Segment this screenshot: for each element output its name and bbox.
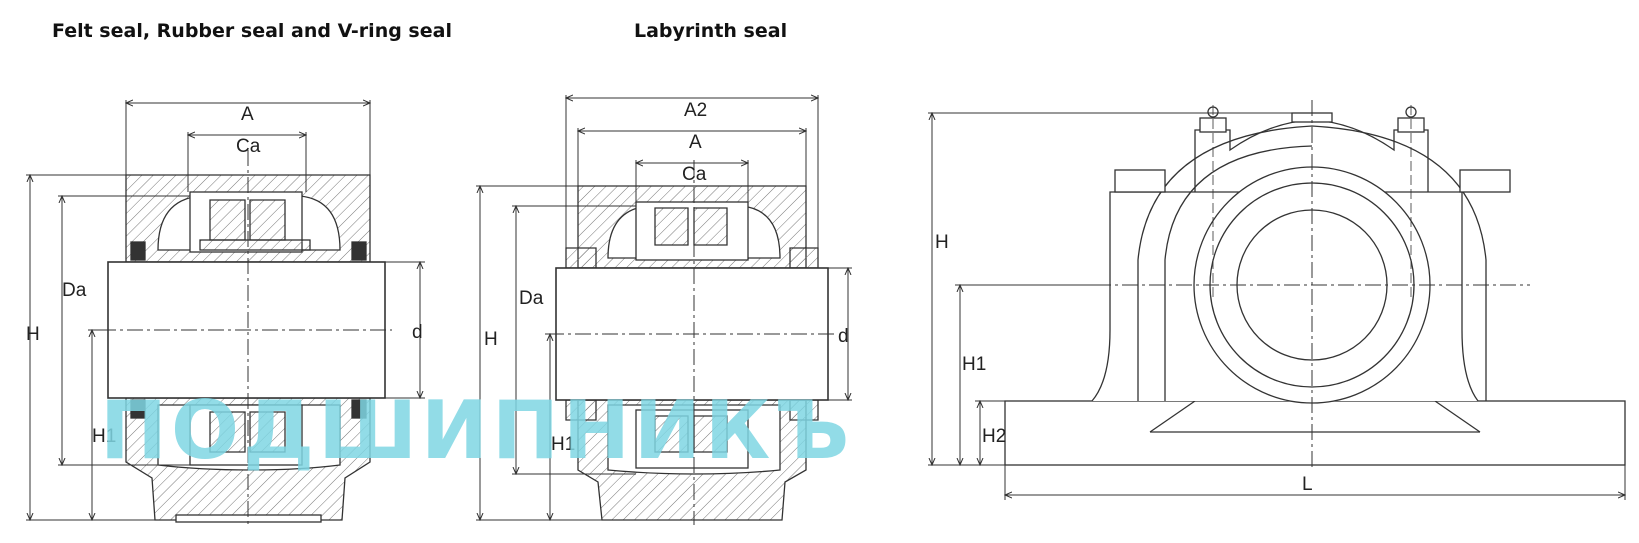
dim-label-A-middle: A <box>689 132 702 153</box>
front-view-dimensions <box>928 113 1625 500</box>
left-dimensions <box>26 100 425 520</box>
dim-label-H1-front: H1 <box>962 354 986 375</box>
dim-label-L-front: L <box>1302 474 1313 495</box>
title-felt-rubber-vring-seal: Felt seal, Rubber seal and V-ring seal <box>52 20 452 42</box>
dim-label-H1-middle: H1 <box>551 434 575 455</box>
dim-label-A2: A2 <box>684 100 707 121</box>
watermark-logo-text: ПОДШИПНИКЪ <box>100 384 853 477</box>
dim-label-A: A <box>241 104 254 125</box>
middle-dimensions <box>476 95 852 520</box>
left-section-drawing <box>100 150 392 525</box>
dim-label-H1: H1 <box>92 426 116 447</box>
front-view-drawing <box>960 100 1626 470</box>
dim-label-Da: Da <box>62 280 87 301</box>
dim-label-d: d <box>412 322 423 343</box>
dim-label-d-middle: d <box>838 326 849 347</box>
dim-label-Ca-middle: Ca <box>682 164 707 185</box>
dim-label-H2-front: H2 <box>982 426 1006 447</box>
middle-section-drawing <box>548 160 836 525</box>
dim-label-H: H <box>26 324 40 345</box>
dim-label-H-middle: H <box>484 329 498 350</box>
dim-label-Ca: Ca <box>236 136 261 157</box>
title-labyrinth-seal: Labyrinth seal <box>634 20 788 42</box>
dim-label-Da-middle: Da <box>519 288 544 309</box>
dim-label-H-front: H <box>935 232 949 253</box>
